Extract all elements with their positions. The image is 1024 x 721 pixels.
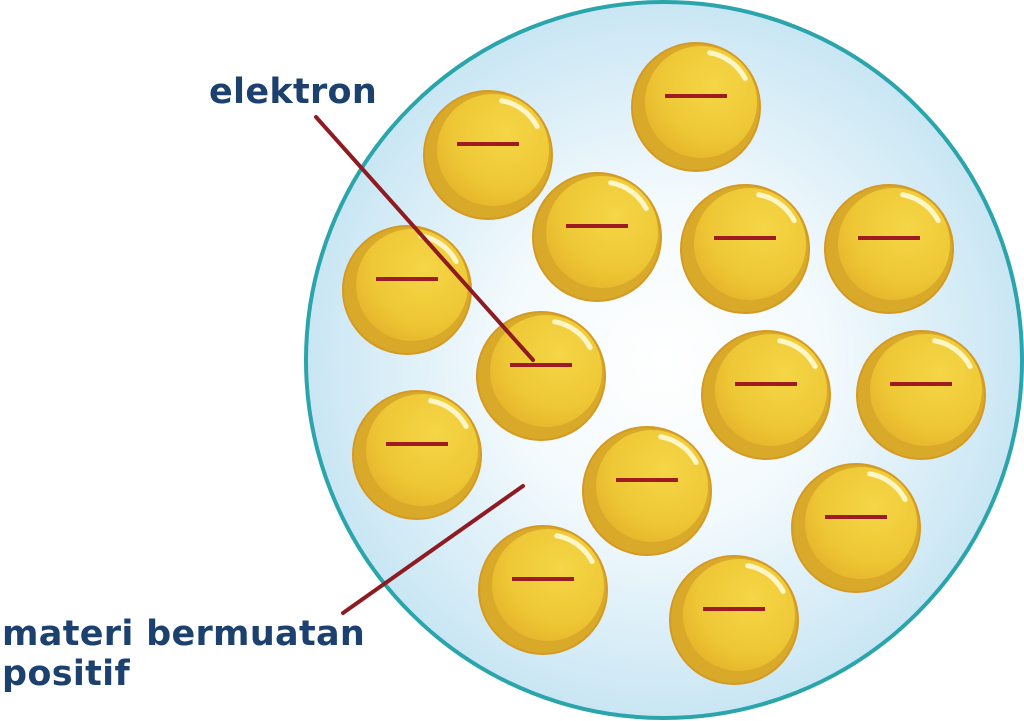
electron-face (715, 334, 827, 446)
electron (856, 330, 986, 460)
electron (582, 426, 712, 556)
electron-highlight (658, 434, 699, 466)
electron (423, 90, 553, 220)
electron-face (838, 188, 950, 300)
electron-highlight (745, 563, 786, 595)
electron (791, 463, 921, 593)
electron-face (546, 176, 658, 288)
electron (476, 311, 606, 441)
electron (680, 184, 810, 314)
electron-face (805, 467, 917, 579)
electron-label: elektron (209, 72, 378, 112)
electron-face (492, 529, 604, 641)
positive-matter-label: materi bermuatan positif (2, 614, 365, 694)
electron-highlight (499, 98, 540, 130)
electron (631, 42, 761, 172)
electron-face (645, 46, 757, 158)
electron-face (356, 229, 468, 341)
electron-highlight (554, 533, 595, 565)
electron (352, 390, 482, 520)
electron-highlight (608, 180, 649, 212)
electron (342, 225, 472, 355)
positive-matter-label-line2: positif (2, 654, 130, 694)
electron-face (870, 334, 982, 446)
electron (701, 330, 831, 460)
electron-face (366, 394, 478, 506)
electron (824, 184, 954, 314)
electron-highlight (552, 319, 593, 351)
electron-highlight (932, 338, 973, 370)
electron-highlight (428, 398, 469, 430)
electron-highlight (707, 50, 748, 82)
electron (532, 172, 662, 302)
electron-face (694, 188, 806, 300)
electron-highlight (777, 338, 818, 370)
electron-face (683, 559, 795, 671)
electron-face (437, 94, 549, 206)
positive-matter-label-line1: materi bermuatan (2, 614, 366, 654)
electron-pointer-line (314, 115, 535, 362)
electron-highlight (867, 471, 908, 503)
electrons-group (342, 42, 986, 685)
electron (669, 555, 799, 685)
positive-matter-pointer-line (341, 484, 525, 615)
electron (478, 525, 608, 655)
electron-face (596, 430, 708, 542)
electron-highlight (756, 192, 797, 224)
electron-highlight (900, 192, 941, 224)
